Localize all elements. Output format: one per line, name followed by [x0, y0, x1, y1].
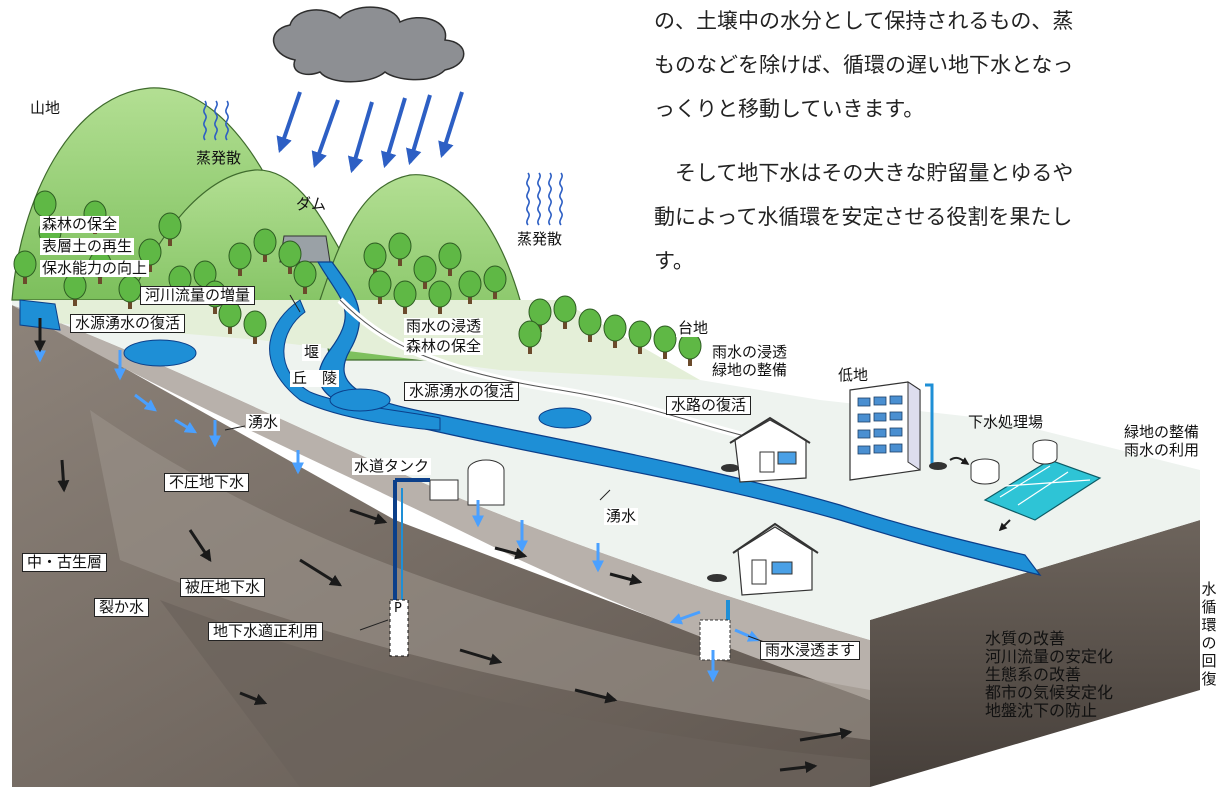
apartment-building [849, 381, 947, 481]
layer-mid [90, 410, 870, 740]
label-weir: 堰 [302, 343, 322, 361]
label-paleozoic-strata: 中・古生層 [22, 553, 108, 572]
infiltration-pipe [699, 600, 731, 661]
label-spring-revival-left: 水源湧水の復活 [70, 314, 186, 333]
label-evaporation-left: 蒸発散 [196, 149, 242, 167]
evaporation-left [203, 100, 229, 141]
label-rain-infiltration-1: 雨水の浸透 [404, 317, 484, 335]
label-unconfined-groundwater: 不圧地下水 [164, 473, 250, 492]
paragraph-line-4: そして地下水はその大きな貯留量とゆるや [654, 161, 1074, 185]
paragraph-line-6: す。 [654, 249, 694, 273]
river-branch [269, 299, 441, 431]
water-tank [389, 459, 505, 657]
effect-subsidence: 地盤沈下の防止 [985, 701, 1098, 720]
house-lower [707, 522, 819, 596]
label-fissure-water: 裂か水 [94, 598, 150, 617]
paragraph-line-1: の、土壌中の水分として保持されるもの、蒸 [654, 9, 1074, 33]
label-confined-groundwater: 被圧地下水 [180, 578, 266, 597]
pond-right [538, 407, 592, 429]
label-water-tank: 水道タンク [352, 457, 432, 475]
label-rainwater-use: 雨水の利用 [1124, 441, 1200, 459]
label-forest-conservation: 森林の保全 [40, 215, 120, 233]
house-upper [721, 416, 811, 483]
effects-list: 水質の改善 河川流量の安定化 生態系の改善 都市の気候安定化 地盤沈下の防止 [985, 630, 1113, 720]
stream-right-edge [339, 299, 761, 441]
label-rain-infiltration-2: 雨水の浸透 [710, 343, 790, 361]
groundwater-flow-arrows [34, 318, 853, 774]
label-sanchi: 山地 [30, 99, 61, 117]
paragraph-line-5: 動によって水循環を安定させる役割を果たし [654, 205, 1073, 229]
label-topsoil: 表層土の再生 [40, 237, 135, 255]
sewage-plant [949, 439, 1102, 532]
valley-floor [20, 300, 700, 380]
label-infiltration-basin: 雨水浸透ます [760, 641, 861, 660]
label-spring-center: 湧水 [604, 507, 639, 525]
label-spring-revival-center: 水源湧水の復活 [404, 382, 520, 401]
label-waterway-revival: 水路の復活 [666, 396, 752, 415]
evaporation-right [526, 172, 563, 226]
label-spring-left: 湧水 [246, 413, 281, 431]
label-green-space-right: 緑地の整備 [1124, 423, 1200, 441]
rain-arrows [276, 91, 464, 174]
effect-urban-climate: 都市の気候安定化 [985, 683, 1114, 702]
lake-left [19, 299, 61, 331]
effect-water-quality: 水質の改善 [985, 629, 1066, 648]
label-pump: P [394, 601, 402, 616]
pond-center [329, 388, 391, 412]
pond-left [123, 339, 197, 367]
label-evaporation-right: 蒸発散 [517, 230, 563, 248]
label-proper-groundwater-use: 地下水適正利用 [208, 622, 324, 641]
label-dam: ダム [296, 195, 327, 213]
rain-cloud [272, 6, 465, 83]
layer-light [12, 305, 870, 700]
label-water-retention: 保水能力の向上 [40, 259, 150, 277]
paragraph-line-2: ものなどを除けば、循環の遅い地下水となっ [654, 53, 1074, 77]
label-hills: 丘 陵 [290, 369, 340, 387]
label-sewage-plant: 下水処理場 [968, 413, 1044, 431]
label-lowland: 低地 [838, 366, 869, 384]
label-plateau: 台地 [676, 319, 711, 337]
label-green-space: 緑地の整備 [710, 361, 790, 379]
effect-ecosystem: 生態系の改善 [985, 665, 1082, 684]
effect-river-flow: 河川流量の安定化 [985, 647, 1114, 666]
label-river-flow-increase: 河川流量の増量 [140, 286, 256, 305]
layer-lower [160, 600, 870, 787]
label-forest-conservation-2: 森林の保全 [404, 337, 484, 355]
label-water-cycle-recovery: 水循環の回復 [1201, 580, 1217, 688]
earth-side-face [870, 520, 1200, 787]
paragraph-line-3: っくりと移動していきます。 [654, 97, 925, 121]
